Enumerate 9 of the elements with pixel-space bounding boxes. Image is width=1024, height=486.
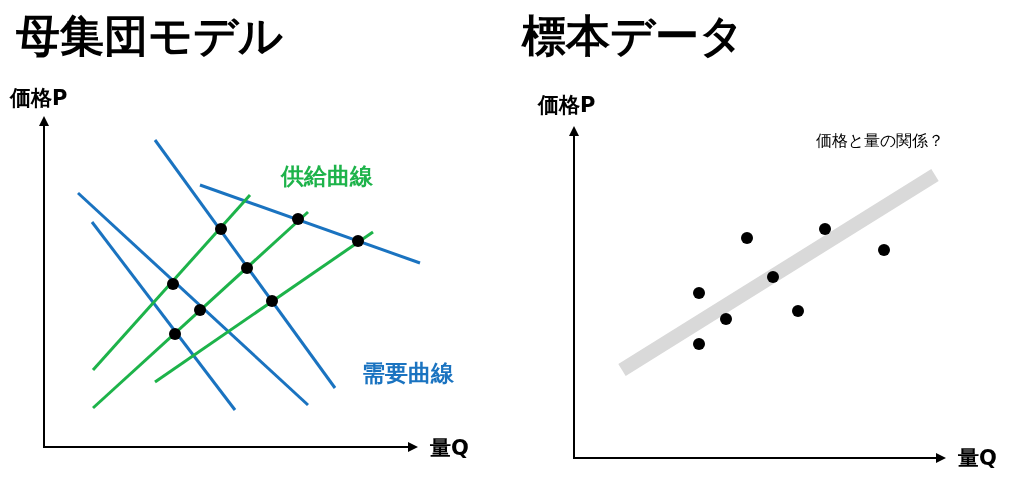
panel-title: 母集団モデル [16,14,283,58]
axis-label: 量Q [430,438,469,459]
axis-label: 価格P [10,88,68,109]
curve-label: 供給曲線 [281,165,373,188]
axis-label: 量Q [958,448,997,469]
panel-title: 標本データ [522,14,744,58]
annotation-text: 価格と量の関係？ [816,133,944,149]
axis-label: 価格P [538,95,596,116]
curve-label: 需要曲線 [362,362,454,385]
